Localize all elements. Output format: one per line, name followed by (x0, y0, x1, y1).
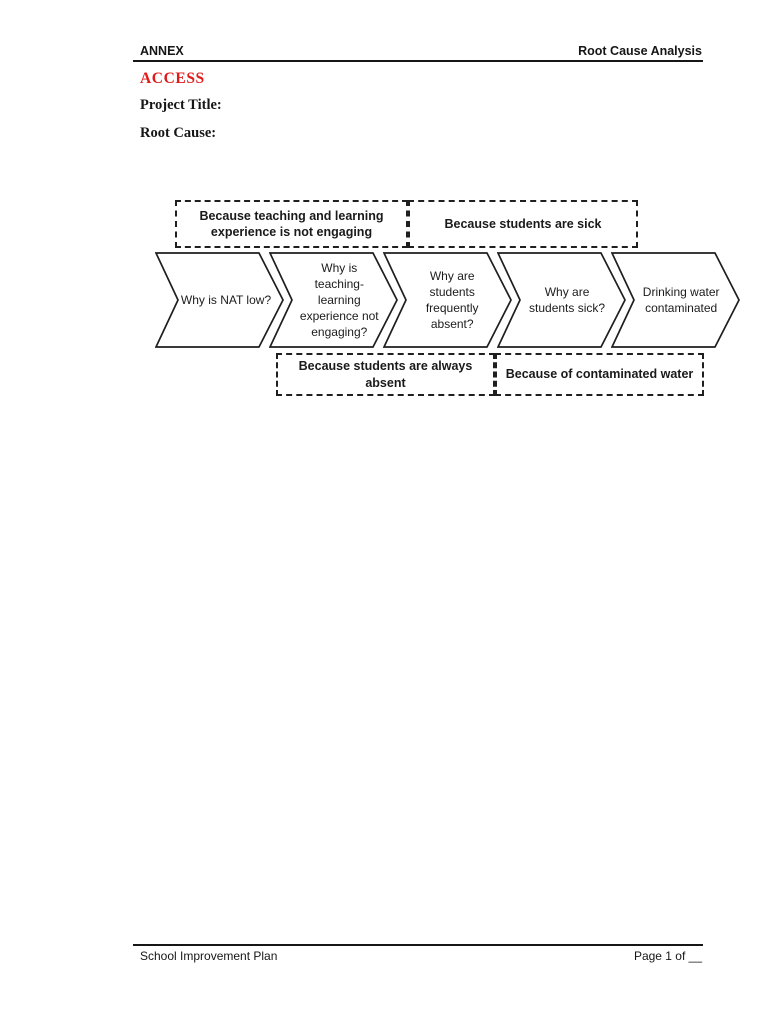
bottom-cause-box-1: Because students are always absent (276, 353, 495, 396)
why-chevron-row: Why is NAT low? Why is teaching-learning… (155, 252, 741, 348)
chevron-arrow-shape (611, 252, 740, 348)
top-cause-text-1: Because teaching and learning experience… (199, 208, 384, 239)
why-chevron-label: Why are students sick? (529, 284, 606, 315)
bottom-cause-text-1: Because students are always absent (298, 359, 473, 390)
section-title-access: ACCESS (140, 70, 205, 87)
footer-document-name: School Improvement Plan (140, 949, 278, 963)
why-chevron-1: Why is NAT low? (155, 252, 285, 348)
header-annex-label: ANNEX (140, 44, 184, 58)
chevron-arrow-shape (155, 252, 284, 348)
why-chevron-5: Drinking water contaminated (611, 252, 741, 348)
header-title: Root Cause Analysis (578, 44, 702, 58)
why-chevron-label: Why is NAT low? (180, 292, 272, 307)
footer-rule (133, 944, 703, 946)
chevron-arrow-shape (269, 252, 398, 348)
why-chevron-label: Why are students frequently absent? (425, 268, 479, 332)
why-chevron-2: Why is teaching-learning experience not … (269, 252, 399, 348)
why-chevron-3: Why are students frequently absent? (383, 252, 513, 348)
chevron-arrow-shape (383, 252, 512, 348)
top-cause-box-1: Because teaching and learning experience… (175, 200, 408, 248)
bottom-cause-text-2: Because of contaminated water (505, 367, 694, 382)
why-chevron-label: Why is teaching-learning experience not … (299, 260, 379, 340)
project-title-label: Project Title: (140, 97, 222, 113)
bottom-cause-box-2: Because of contaminated water (495, 353, 704, 396)
top-cause-box-2: Because students are sick (408, 200, 638, 248)
chevron-arrow-shape (497, 252, 626, 348)
header-rule (133, 60, 703, 62)
why-chevron-label: Drinking water contaminated (642, 284, 720, 315)
footer-page-number: Page 1 of __ (633, 949, 702, 963)
root-cause-label: Root Cause: (140, 125, 217, 141)
why-chevron-4: Why are students sick? (497, 252, 627, 348)
top-cause-text-2: Because students are sick (444, 216, 602, 231)
